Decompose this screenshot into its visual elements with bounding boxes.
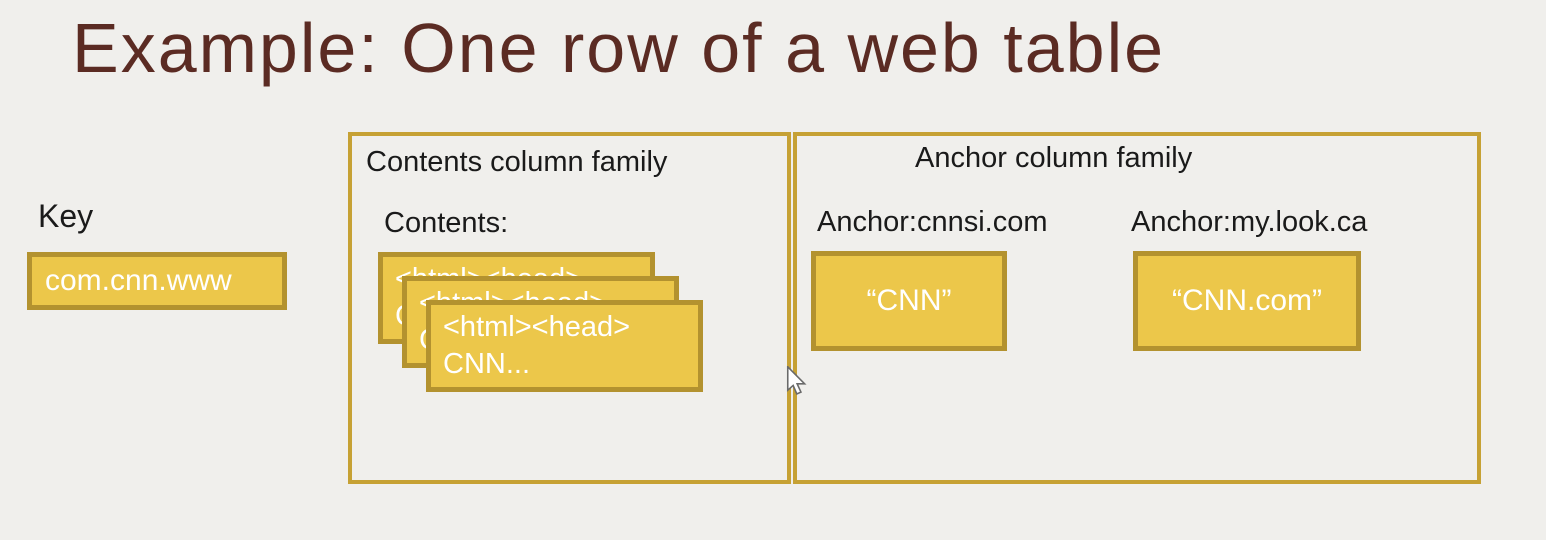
contents-family-title: Contents column family [366,146,668,178]
row-key-value: com.cnn.www [45,264,232,297]
contents-version-cell-newest: <html><head> CNN... [426,300,703,392]
contents-column-family-frame [348,132,791,484]
mouse-cursor-icon [786,364,807,402]
cell-html-line: <html><head> [443,311,631,343]
anchor-family-title: Anchor column family [915,142,1193,174]
key-label: Key [38,198,94,234]
anchor-column-family-frame [793,132,1481,484]
anchor-value-cell-cnnsi: “CNN” [811,251,1007,351]
anchor-column-label-mylook: Anchor:my.look.ca [1131,206,1368,238]
anchor-value-mylook: “CNN.com” [1172,284,1322,317]
anchor-value-cnnsi: “CNN” [866,284,952,317]
row-key-box: com.cnn.www [27,252,287,310]
contents-column-label: Contents: [384,207,509,239]
slide-title: Example: One row of a web table [72,9,1166,87]
cell-cnn-line: CNN... [443,348,530,380]
anchor-column-label-cnnsi: Anchor:cnnsi.com [817,206,1048,238]
anchor-value-cell-mylook: “CNN.com” [1133,251,1361,351]
